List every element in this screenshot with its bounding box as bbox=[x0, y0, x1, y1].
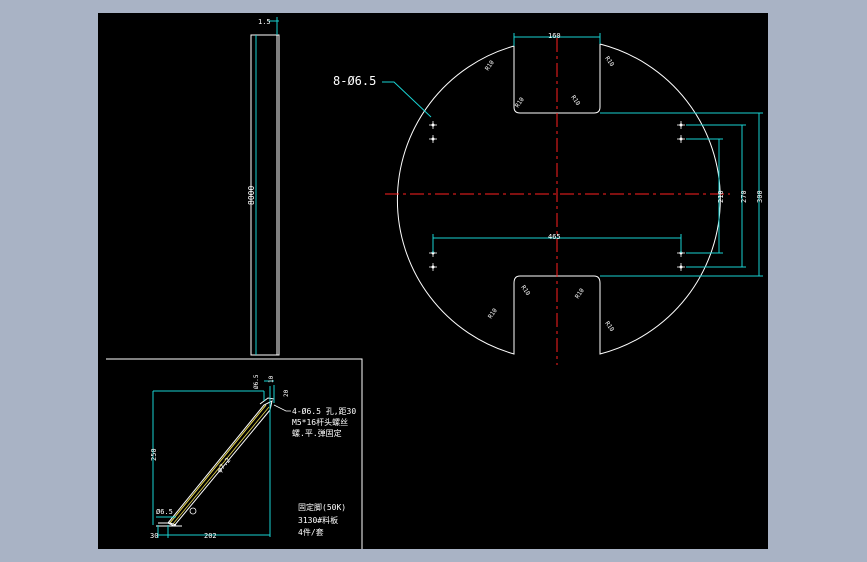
bracket-bottom-hole-label: Ø6.5 bbox=[156, 508, 173, 516]
disc-plate-view: 8-Ø6.5 160 R10 R10 R10 R10 R10 R10 R10 R… bbox=[333, 32, 764, 365]
fillet-label: R10 bbox=[487, 307, 499, 320]
cad-drawing-canvas[interactable]: 1.5 8000 bbox=[98, 13, 768, 549]
fillet-label: R10 bbox=[574, 287, 586, 300]
hole-spacing-outer-label: 300 bbox=[756, 190, 764, 203]
bracket-height-label: 250 bbox=[150, 448, 158, 461]
spec-line-1: 固定脚(50K) bbox=[298, 502, 346, 512]
fillet-label: R10 bbox=[569, 94, 581, 107]
fillet-label: R10 bbox=[514, 96, 526, 109]
bracket-width-label: 202 bbox=[204, 532, 217, 540]
fillet-label: R10 bbox=[519, 284, 531, 297]
holes-note: 8-Ø6.5 bbox=[333, 74, 376, 88]
spec-line-3: 4件/套 bbox=[298, 527, 324, 537]
slot-width-label: 160 bbox=[548, 32, 561, 40]
hole-span-label: 465 bbox=[548, 233, 561, 241]
strip-outline bbox=[250, 34, 280, 356]
bracket-top-dim-a: 10 bbox=[268, 375, 275, 383]
note-line-1: 4-Ø6.5 孔,距30 bbox=[292, 406, 356, 416]
bracket-mark bbox=[189, 507, 197, 515]
detail-frame bbox=[106, 358, 363, 549]
bracket-top-hole-label: Ø6.5 bbox=[253, 374, 260, 389]
strip-length-label: 8000 bbox=[247, 186, 256, 205]
bracket-top-flange bbox=[259, 397, 275, 405]
note-leader bbox=[273, 404, 291, 412]
holes-leader bbox=[382, 81, 432, 118]
fillet-label: R10 bbox=[603, 55, 615, 68]
note-line-3: 螺.平.弹固定 bbox=[292, 428, 342, 438]
strip-view: 1.5 8000 bbox=[247, 17, 280, 356]
bracket-detail-view: 250 202 30 Ø6.5 10 20 Ø6.5 φ7.2 4-Ø6.5 孔… bbox=[106, 358, 363, 549]
spec-line-2: 3130#料板 bbox=[298, 515, 338, 525]
bracket-bottom-offset-label: 30 bbox=[150, 532, 158, 540]
bracket-hatch bbox=[169, 404, 267, 524]
bracket-bottom-flange bbox=[158, 522, 177, 526]
fillet-label: R10 bbox=[603, 320, 615, 333]
note-line-2: M5*16杆头螺丝 bbox=[292, 417, 348, 427]
fillet-label: R10 bbox=[484, 59, 496, 72]
disc-outline bbox=[396, 43, 721, 355]
hole-spacing-inner-label: 210 bbox=[717, 190, 725, 203]
cad-drawing: 1.5 8000 bbox=[106, 17, 764, 549]
hole-spacing-mid-label: 270 bbox=[740, 190, 748, 203]
strip-thickness-label: 1.5 bbox=[258, 18, 271, 26]
bracket-top-dim-b: 20 bbox=[283, 389, 290, 397]
